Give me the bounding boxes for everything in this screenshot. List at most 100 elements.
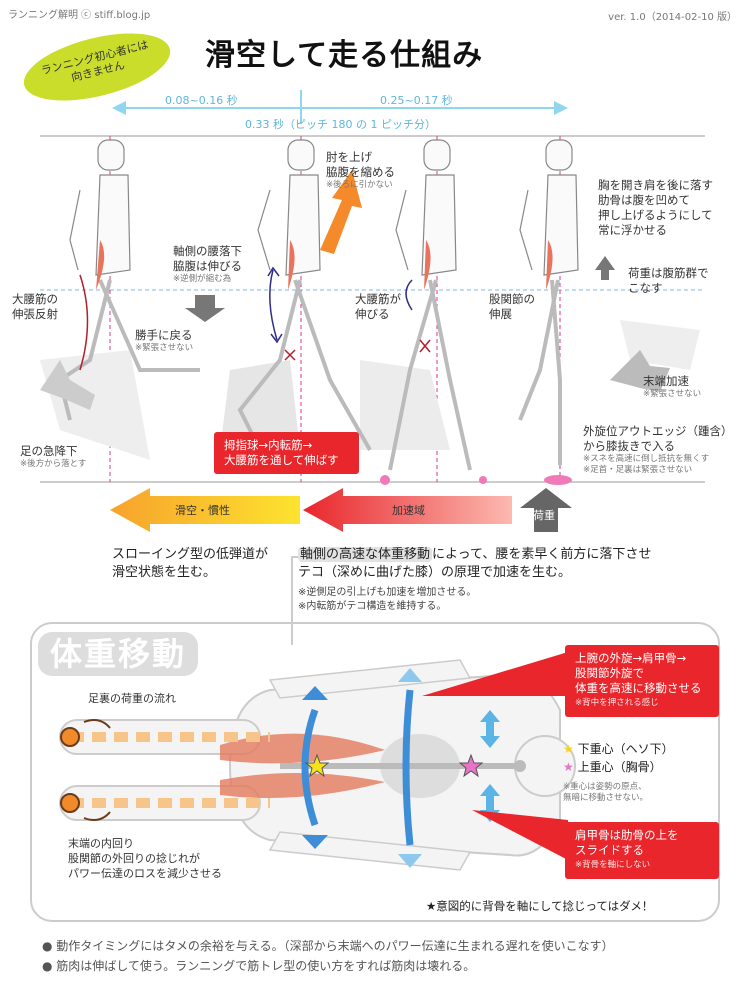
label-foot-drop-1: 足の急降下 <box>20 444 78 458</box>
tip-rotation-2: 股関節の外回りの捻じれが <box>68 852 200 865</box>
runner-figure-2 <box>237 139 372 451</box>
shoulder-rotation-1: 上腕の外旋→肩甲骨→ <box>575 651 687 665</box>
adductor-callout-2: 大腰筋を通して伸ばす <box>224 453 339 467</box>
runner-illustration <box>40 135 705 485</box>
label-axis-1: 軸側の腰落下 <box>173 244 242 258</box>
sole-flow-label: 足裏の荷重の流れ <box>88 692 176 705</box>
timing-arrow-left-icon <box>112 101 126 115</box>
accel-arrow-icon <box>303 488 512 532</box>
label-psoas-reflex-2: 伸張反射 <box>12 307 58 321</box>
label-foot-drop: 足の急降下 ※後方から落とす <box>20 444 86 470</box>
scapula-1: 肩甲骨は肋骨の上を <box>575 828 679 842</box>
legend-upper-star-icon: ★ <box>563 760 574 774</box>
site-credit: ランニング解明 ⓒ stiff.blog.jp <box>8 10 151 21</box>
legend-note-2: 無暗に移動させない。 <box>563 793 649 803</box>
label-elbow-note: ※後ろに引かない <box>326 180 393 190</box>
label-outer-edge: 外旋位アウトエッジ（踵含） から膝抜きで入る ※スネを高速に倒し抵抗を無くす ※… <box>583 424 733 476</box>
throwing-text: スローイング型の低弾道が 滑空状態を生む。 <box>112 546 268 582</box>
label-load-2: こなす <box>628 281 663 295</box>
weight-shift-highlight: 軸側の高速な体重移動 <box>298 547 433 562</box>
label-foot-drop-note: ※後方から落とす <box>20 459 87 469</box>
center-legend: ★ 下重心（ヘソ下） ★ 上重心（胸骨） ※重心は姿勢の原点、 無暗に移動させな… <box>563 740 674 804</box>
label-hip-ext: 股関節の 伸展 <box>489 292 535 322</box>
legend-lower: 下重心（ヘソ下） <box>577 742 674 756</box>
footer-notes: ● 動作タイミングにはタメの余裕を与える。（深部から末端へのパワー伝達に生まれる… <box>42 936 614 976</box>
runner-figure-1 <box>57 139 200 421</box>
phase1-label: 0.08~0.16 秒 <box>165 94 238 107</box>
adductor-callout-1: 拇指球→内転筋→ <box>224 438 313 452</box>
scapula-note: ※背骨を軸にしない <box>575 860 651 870</box>
drop-arrow-icon <box>185 295 225 322</box>
tip-rotation-text: 末端の内回り 股関節の外回りの捻じれが パワー伝達のロスを減少させる <box>68 836 222 881</box>
label-outer-note1: ※スネを高速に倒し抵抗を無くす <box>583 454 710 464</box>
stretch-arrows-icon <box>267 266 413 344</box>
label-load-1: 荷重は腹筋群で <box>628 266 709 280</box>
weight-shift-text-1: によって、腰を素早く前方に落下させ <box>432 547 652 562</box>
version-label: ver. 1.0（2014-02-10 版） <box>608 12 737 23</box>
legend-upper: 上重心（胸骨） <box>577 760 662 774</box>
timing-bar <box>112 90 568 124</box>
weight-shift-note-1: ※逆側足の引上げも加速を増加させる。 <box>298 587 477 598</box>
foot-drop-arrow-icon <box>40 360 95 410</box>
weight-shift-text-2: テコ（深めに曲げた膝）の原理で加速を生む。 <box>298 565 572 580</box>
footer-bullet-2: ● 筋肉は伸ばして使う。ランニングで筋トレ型の使い方をすれば筋肉は壊れる。 <box>42 959 476 973</box>
load-label: 荷重 <box>533 509 555 522</box>
label-axis-2: 脇腹は伸びる <box>173 259 242 273</box>
rotation-arrows-icon <box>301 689 414 846</box>
label-load: 荷重は腹筋群で こなす <box>628 266 709 296</box>
warning-text: ★意図的に背骨を軸にして捻じってはダメ！ <box>426 899 654 913</box>
shoulder-rotation-note: ※背中を押される感じ <box>575 698 659 708</box>
page-title: 滑空して走る仕組み <box>205 38 484 73</box>
label-hip-ext-1: 股関節の <box>489 292 535 306</box>
upper-center-star-icon <box>459 754 483 778</box>
weight-shift-pill: 体重移動 <box>38 632 198 676</box>
connector-line <box>291 556 298 645</box>
throwing-text-1: スローイング型の低弾道が <box>112 547 269 562</box>
runner-figure-3 <box>388 139 472 471</box>
phase-arrows <box>110 488 572 532</box>
label-hip-ext-2: 伸展 <box>489 307 512 321</box>
scapula-callout: 肩甲骨は肋骨の上を スライドする ※背骨を軸にしない <box>565 822 719 879</box>
label-chest-3: 押し上げるようにして <box>598 208 713 222</box>
label-elbow-2: 脇腹を縮める <box>326 165 395 179</box>
callout-pointer-bottom <box>472 810 568 860</box>
label-return-1: 勝手に戻る <box>135 328 193 342</box>
timing-arrow-right-icon <box>554 101 568 115</box>
label-chest-1: 胸を開き肩を後に落す <box>598 178 713 192</box>
lower-center-star-icon <box>305 754 329 778</box>
load-up-arrow-icon <box>595 256 615 280</box>
legend-lower-star-icon: ★ <box>563 742 574 756</box>
label-return-note: ※緊張させない <box>135 343 194 353</box>
shoulder-rotation-3: 体重を高速に移動させる <box>575 681 702 695</box>
runner-figure-4 <box>518 139 579 465</box>
total-label: 0.33 秒（ピッチ 180 の 1 ピッチ分） <box>245 118 436 131</box>
label-elbow-1: 肘を上げ <box>326 150 372 164</box>
top-view-illustration <box>59 659 576 871</box>
label-psoas-reflex: 大腰筋の 伸張反射 <box>12 292 58 322</box>
throwing-text-2: 滑空状態を生む。 <box>112 565 217 580</box>
glide-arrow-icon <box>110 488 300 532</box>
weight-shift-text: 軸側の高速な体重移動によって、腰を素早く前方に落下させ テコ（深めに曲げた膝）の… <box>298 546 738 614</box>
shoulder-rotation-callout: 上腕の外旋→肩甲骨→ 股関節外旋で 体重を高速に移動させる ※背中を押される感じ <box>565 645 719 717</box>
tip-accel-arrow-icon <box>610 350 670 392</box>
label-return: 勝手に戻る ※緊張させない <box>135 328 193 354</box>
label-psoas-ext-2: 伸びる <box>355 307 390 321</box>
shoulder-rotation-2: 股関節外旋で <box>575 666 644 680</box>
load-arrow-icon <box>520 488 572 532</box>
legend-note-1: ※重心は姿勢の原点、 <box>563 782 647 792</box>
label-psoas-reflex-1: 大腰筋の <box>12 292 58 306</box>
footer-bullet-1: ● 動作タイミングにはタメの余裕を与える。（深部から末端へのパワー伝達に生まれる… <box>42 939 614 953</box>
label-chest: 胸を開き肩を後に落す 肋骨は腹を凹めて 押し上げるようにして 常に浮かせる <box>598 178 713 238</box>
callout-pointer-top <box>422 652 568 696</box>
label-tip-accel-1: 末端加速 <box>643 374 689 388</box>
label-outer-2: から膝抜きで入る <box>583 439 675 453</box>
weight-shift-note-2: ※内転筋がテコ構造を維持する。 <box>298 601 447 612</box>
tip-rotation-3: パワー伝達のロスを減少させる <box>68 867 222 880</box>
accel-label: 加速域 <box>392 504 425 517</box>
glide-label: 滑空・慣性 <box>175 504 230 517</box>
tip-rotation-1: 末端の内回り <box>68 837 134 850</box>
label-tip-accel: 末端加速 ※緊張させない <box>643 374 701 400</box>
weight-shift-section <box>30 622 720 922</box>
arm-lift-arrow-icon <box>320 170 362 254</box>
label-chest-2: 肋骨は腹を凹めて <box>598 193 690 207</box>
